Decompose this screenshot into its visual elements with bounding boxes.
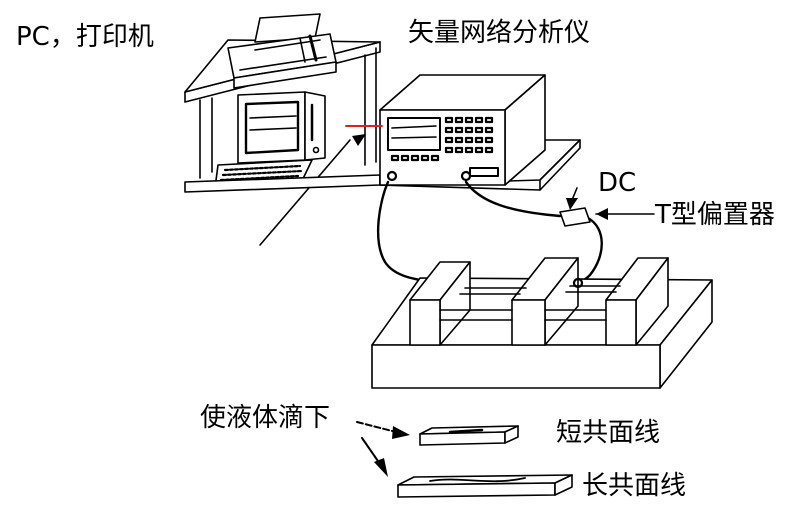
dc-label: DC [598,168,637,198]
vna-label: 矢量网络分析仪 [408,18,591,48]
liquid-drop-label: 使液体滴下 [200,403,331,433]
long-coplanar-line [397,474,573,498]
cable-bias-to-fixture [574,216,603,286]
pc-printer-label: PC，打印机 [16,22,154,52]
drop-arrows [356,421,410,477]
cable-port2 [464,180,562,218]
bias-tee-label: T型偏置器 [655,200,775,230]
printer [227,13,337,89]
test-fixture [371,257,713,389]
arrow-head [352,134,366,146]
long-line-label: 长共面线 [582,471,687,501]
short-line-label: 短共面线 [556,418,661,448]
short-coplanar-line [419,425,519,446]
vector-network-analyzer [379,74,546,186]
bias-tee [559,187,655,227]
pc-monitor [237,91,326,164]
